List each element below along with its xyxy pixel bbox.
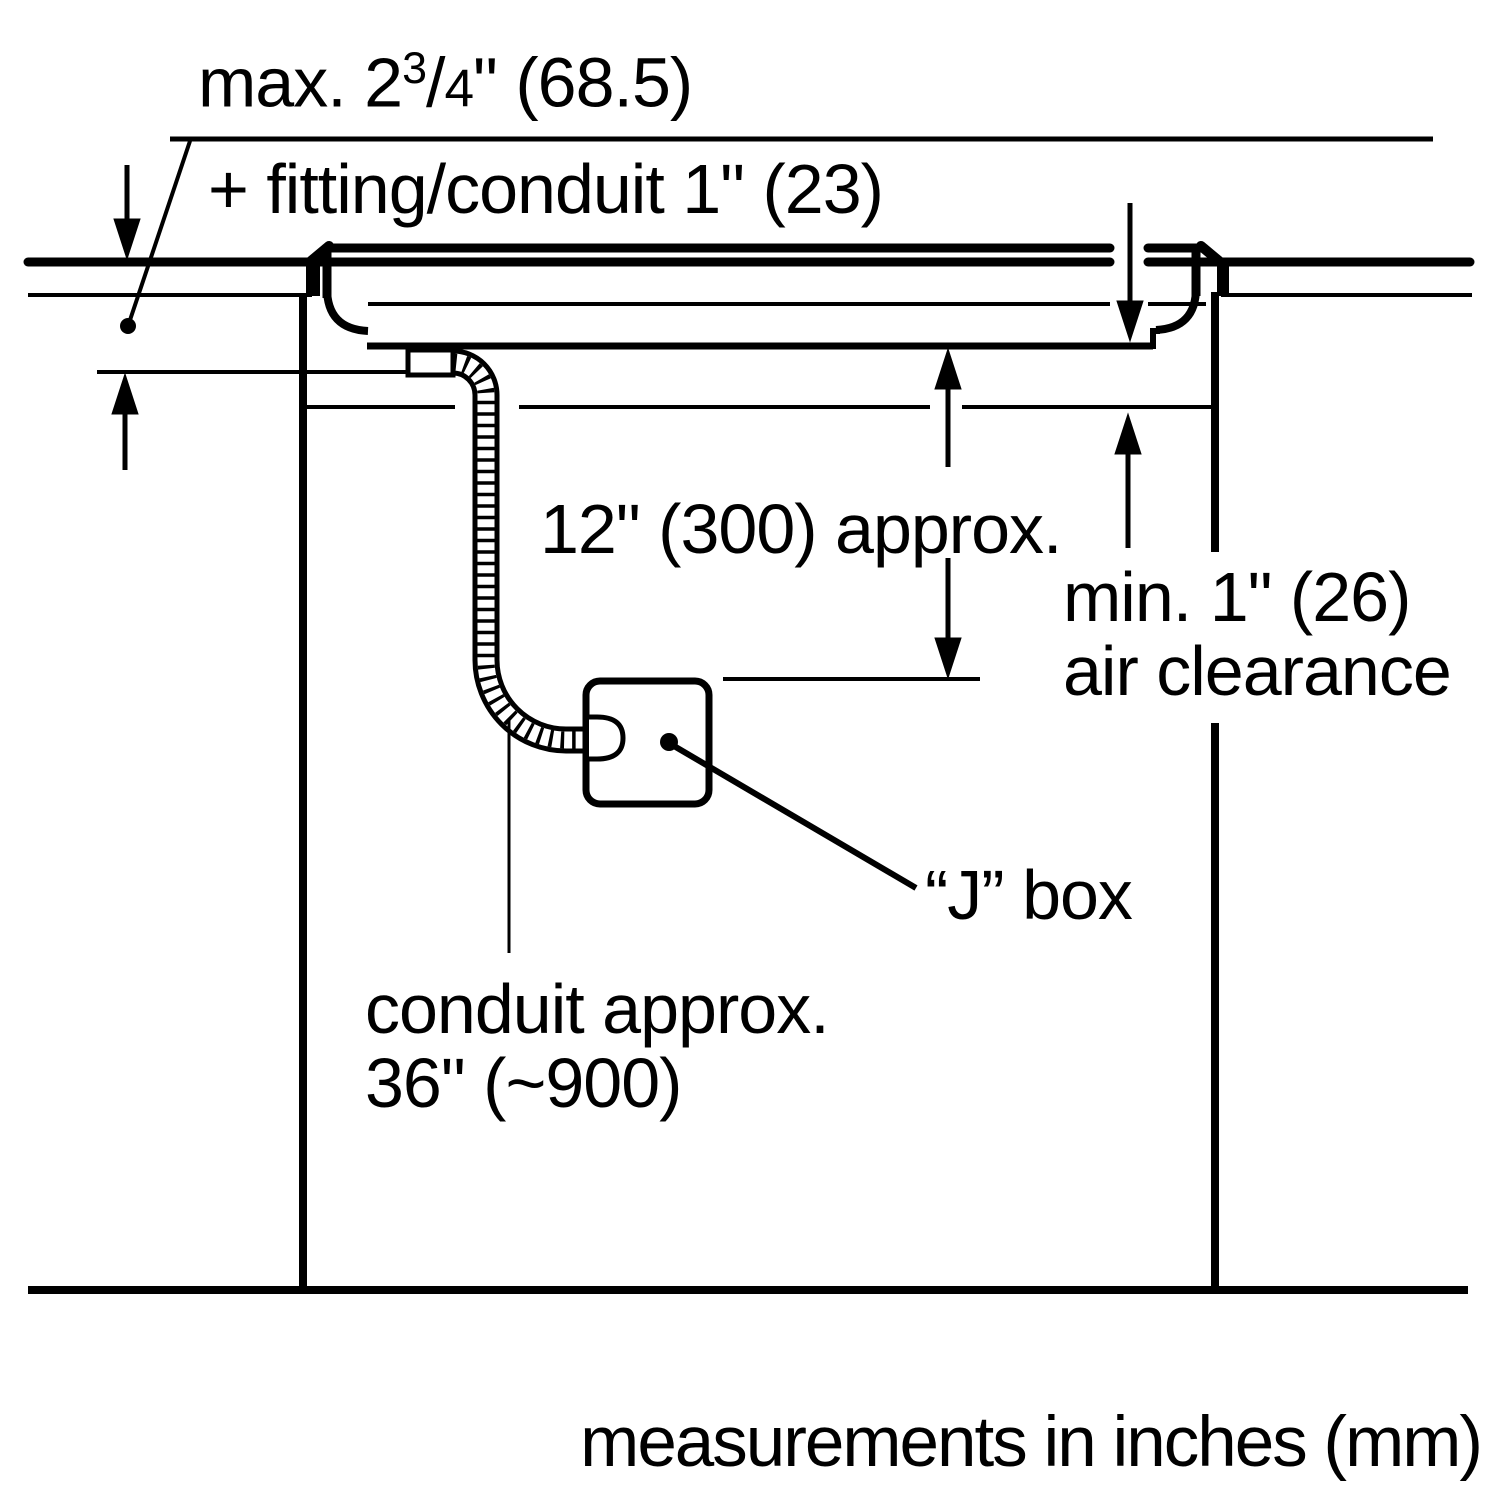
- dim-label-conduit-length: conduit approx. 36" (~900): [365, 970, 830, 1123]
- air-clearance-line1: min. 1" (26): [1063, 558, 1411, 636]
- dimension-lines: [97, 136, 1433, 681]
- countertop: [23, 257, 1475, 297]
- max-countertop-denominator: 4: [444, 59, 474, 119]
- junction-box: [582, 677, 713, 808]
- conduit-length-line2: 36" (~900): [365, 1044, 682, 1123]
- dim-label-jbox-depth: 12" (300) approx.: [540, 490, 1063, 568]
- dim-label-air-clearance: min. 1" (26) air clearance: [1063, 558, 1452, 711]
- fitting-leader-dot: [120, 318, 136, 334]
- max-countertop-slash: /: [426, 43, 445, 122]
- jbox-cable-entry: [589, 714, 626, 762]
- units-caption: measurements in inches (mm): [580, 1403, 1483, 1482]
- leader-lines: [120, 140, 918, 953]
- jbox-leader-line: [672, 743, 918, 891]
- glass-left-bevel: [306, 241, 334, 266]
- air-clearance-arrowhead-down: [1116, 300, 1144, 343]
- max-countertop-numerator: 3: [402, 43, 427, 93]
- jbox-body: [582, 677, 713, 808]
- cabinet: [28, 292, 1468, 1294]
- max-countertop-pre: max. 2: [198, 43, 403, 122]
- air-clearance-arrowhead-up: [1114, 412, 1142, 455]
- counter-depth-arrowhead-up: [111, 372, 139, 415]
- jbox-depth-arrowhead-down: [934, 637, 962, 680]
- dim-label-fitting-conduit: + fitting/conduit 1" (23): [208, 150, 884, 228]
- bracket-left-foot: [323, 287, 369, 335]
- jbox-leader-dot: [660, 733, 678, 751]
- counter-depth-arrowhead-down: [113, 218, 141, 261]
- conduit-length-line1: conduit approx.: [365, 970, 830, 1048]
- air-clearance-line2: air clearance: [1063, 632, 1452, 711]
- max-countertop-post: " (68.5): [473, 43, 693, 122]
- counter-cut-edge-left: [306, 262, 320, 296]
- conduit-ribs: [452, 353, 591, 749]
- glass-right-bevel: [1196, 241, 1224, 266]
- cooktop-glass: [306, 241, 1224, 266]
- jbox-depth-arrowhead-up: [934, 347, 962, 390]
- conduit: [452, 348, 591, 754]
- counter-cut-edge-right: [1217, 262, 1229, 296]
- dim-label-max-countertop: max. 23/4" (68.5): [198, 43, 693, 122]
- conduit-fitting: [405, 347, 456, 378]
- bracket-right-foot: [1155, 287, 1200, 334]
- label-jbox: “J” box: [925, 856, 1133, 934]
- fitting-leader-line: [126, 140, 192, 327]
- cooktop-housing: [306, 252, 1229, 350]
